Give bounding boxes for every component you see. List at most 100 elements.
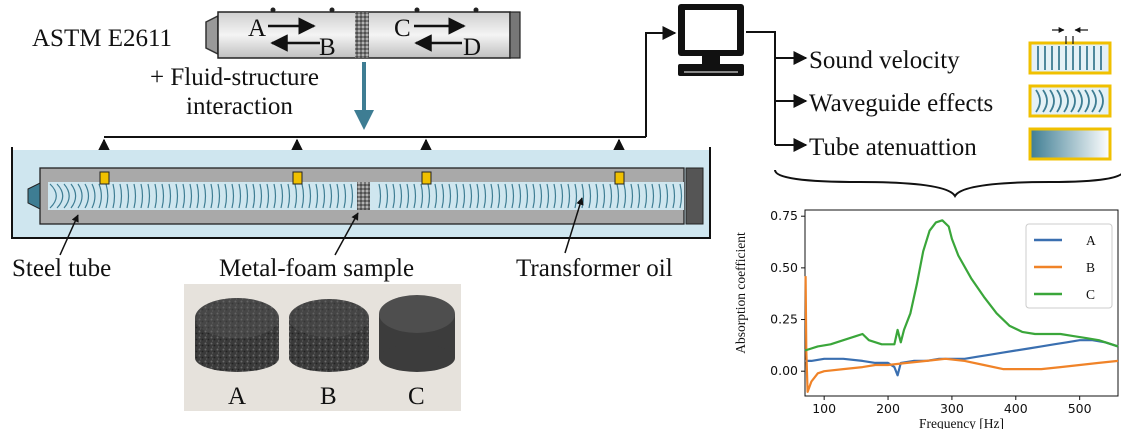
- tube-attenuation-icon: [1028, 127, 1112, 161]
- wave-front: [672, 183, 676, 209]
- series-line-a: [805, 339, 1119, 377]
- wave-front: [140, 183, 144, 209]
- wave-front: [119, 183, 123, 209]
- x-tick-label: 200: [876, 401, 900, 416]
- y-tick-label: 0.25: [770, 312, 798, 327]
- wave-front: [224, 183, 228, 209]
- tank-sample: [357, 182, 370, 210]
- wave-front: [462, 183, 466, 209]
- wave-front: [665, 183, 669, 209]
- impedance-tube: ASTM E2611 A B C D: [32, 7, 521, 61]
- wave-front: [182, 183, 186, 209]
- wave-front: [203, 183, 207, 209]
- tube-sample: [355, 12, 369, 58]
- wave-front: [518, 183, 522, 209]
- wave-front: [273, 183, 277, 209]
- wave-front: [343, 183, 347, 209]
- wave-front: [455, 183, 459, 209]
- wave-front: [329, 183, 333, 209]
- wave-front: [441, 183, 445, 209]
- x-tick-label: 400: [1004, 401, 1028, 416]
- sensor: [99, 171, 110, 185]
- wave-front: [385, 183, 389, 209]
- wave-front: [91, 183, 96, 209]
- wave-front: [133, 183, 137, 209]
- wave-front: [546, 183, 550, 209]
- tube-end-cap: [509, 11, 521, 59]
- oil-tank: [11, 147, 711, 239]
- mic-port: [473, 7, 479, 13]
- wave-front: [315, 183, 319, 209]
- sample-label-a: A: [228, 383, 246, 410]
- x-tick-label: 300: [940, 401, 964, 416]
- wave-front: [98, 183, 102, 209]
- sample-a: [195, 298, 279, 372]
- x-tick-label: 100: [812, 401, 836, 416]
- wave-front: [637, 183, 641, 209]
- wave-front: [154, 183, 158, 209]
- wave-front: [490, 183, 494, 209]
- wave-front: [63, 183, 70, 209]
- x-axis-label: Frequency [Hz]: [919, 416, 1004, 429]
- series-line-b: [804, 276, 1119, 393]
- wave-front: [413, 183, 417, 209]
- wave-front: [511, 183, 515, 209]
- legend-label: B: [1086, 260, 1095, 275]
- wave-front: [434, 183, 438, 209]
- wave-front: [147, 183, 151, 209]
- wave-front: [217, 183, 221, 209]
- wave-front: [126, 183, 130, 209]
- wave-front: [322, 183, 326, 209]
- y-axis-label: Absorption coefficient: [733, 232, 748, 354]
- mic-port: [414, 7, 420, 13]
- wave-front: [266, 183, 270, 209]
- wave-front: [658, 183, 662, 209]
- series-line-c: [804, 219, 1119, 352]
- sample-c: [379, 295, 455, 372]
- outputs-brace: [774, 169, 1121, 199]
- wave-front: [525, 183, 529, 209]
- wave-front: [112, 183, 116, 209]
- wave-front: [399, 183, 403, 209]
- wave-front: [168, 183, 172, 209]
- wave-front: [532, 183, 536, 209]
- series-lines: [804, 219, 1119, 393]
- wave-front: [553, 183, 557, 209]
- sample-label-c: C: [408, 383, 425, 410]
- wave-front: [245, 183, 249, 209]
- sensor: [421, 171, 432, 185]
- output-waveguide-effects: Waveguide effects: [809, 90, 993, 117]
- waveguide-effects-icon: [1028, 84, 1112, 118]
- oil-leader: [564, 197, 584, 254]
- wave-front: [231, 183, 235, 209]
- x-tick-label: 500: [1068, 401, 1092, 416]
- output-tube-attenuation: Tube atenuattion: [809, 134, 977, 161]
- wave-front: [469, 183, 473, 209]
- mic-label-a: A: [248, 15, 266, 42]
- y-tick-label: 0.50: [770, 260, 798, 275]
- y-tick-label: 0.75: [770, 208, 798, 223]
- wave-front: [189, 183, 193, 209]
- wave-front: [497, 183, 501, 209]
- wave-front: [623, 183, 627, 209]
- tube-termination: [685, 167, 704, 225]
- legend-box: [1025, 223, 1113, 309]
- sample-leader: [334, 212, 359, 256]
- mic-label-c: C: [394, 15, 411, 42]
- wave-front: [574, 183, 578, 209]
- wave-front: [581, 183, 585, 209]
- mic-port: [329, 7, 335, 13]
- wave-front: [644, 183, 648, 209]
- label-transformer-oil: Transformer oil: [516, 255, 673, 282]
- computer-icon: [678, 4, 744, 76]
- mic-label-b: B: [319, 34, 336, 61]
- label-steel-tube: Steel tube: [12, 255, 111, 282]
- steel-tube-leader: [59, 214, 79, 256]
- wave-front: [294, 183, 298, 209]
- legend-label: A: [1086, 233, 1096, 248]
- wave-front: [420, 183, 424, 209]
- sound-velocity-icon: [1028, 27, 1112, 75]
